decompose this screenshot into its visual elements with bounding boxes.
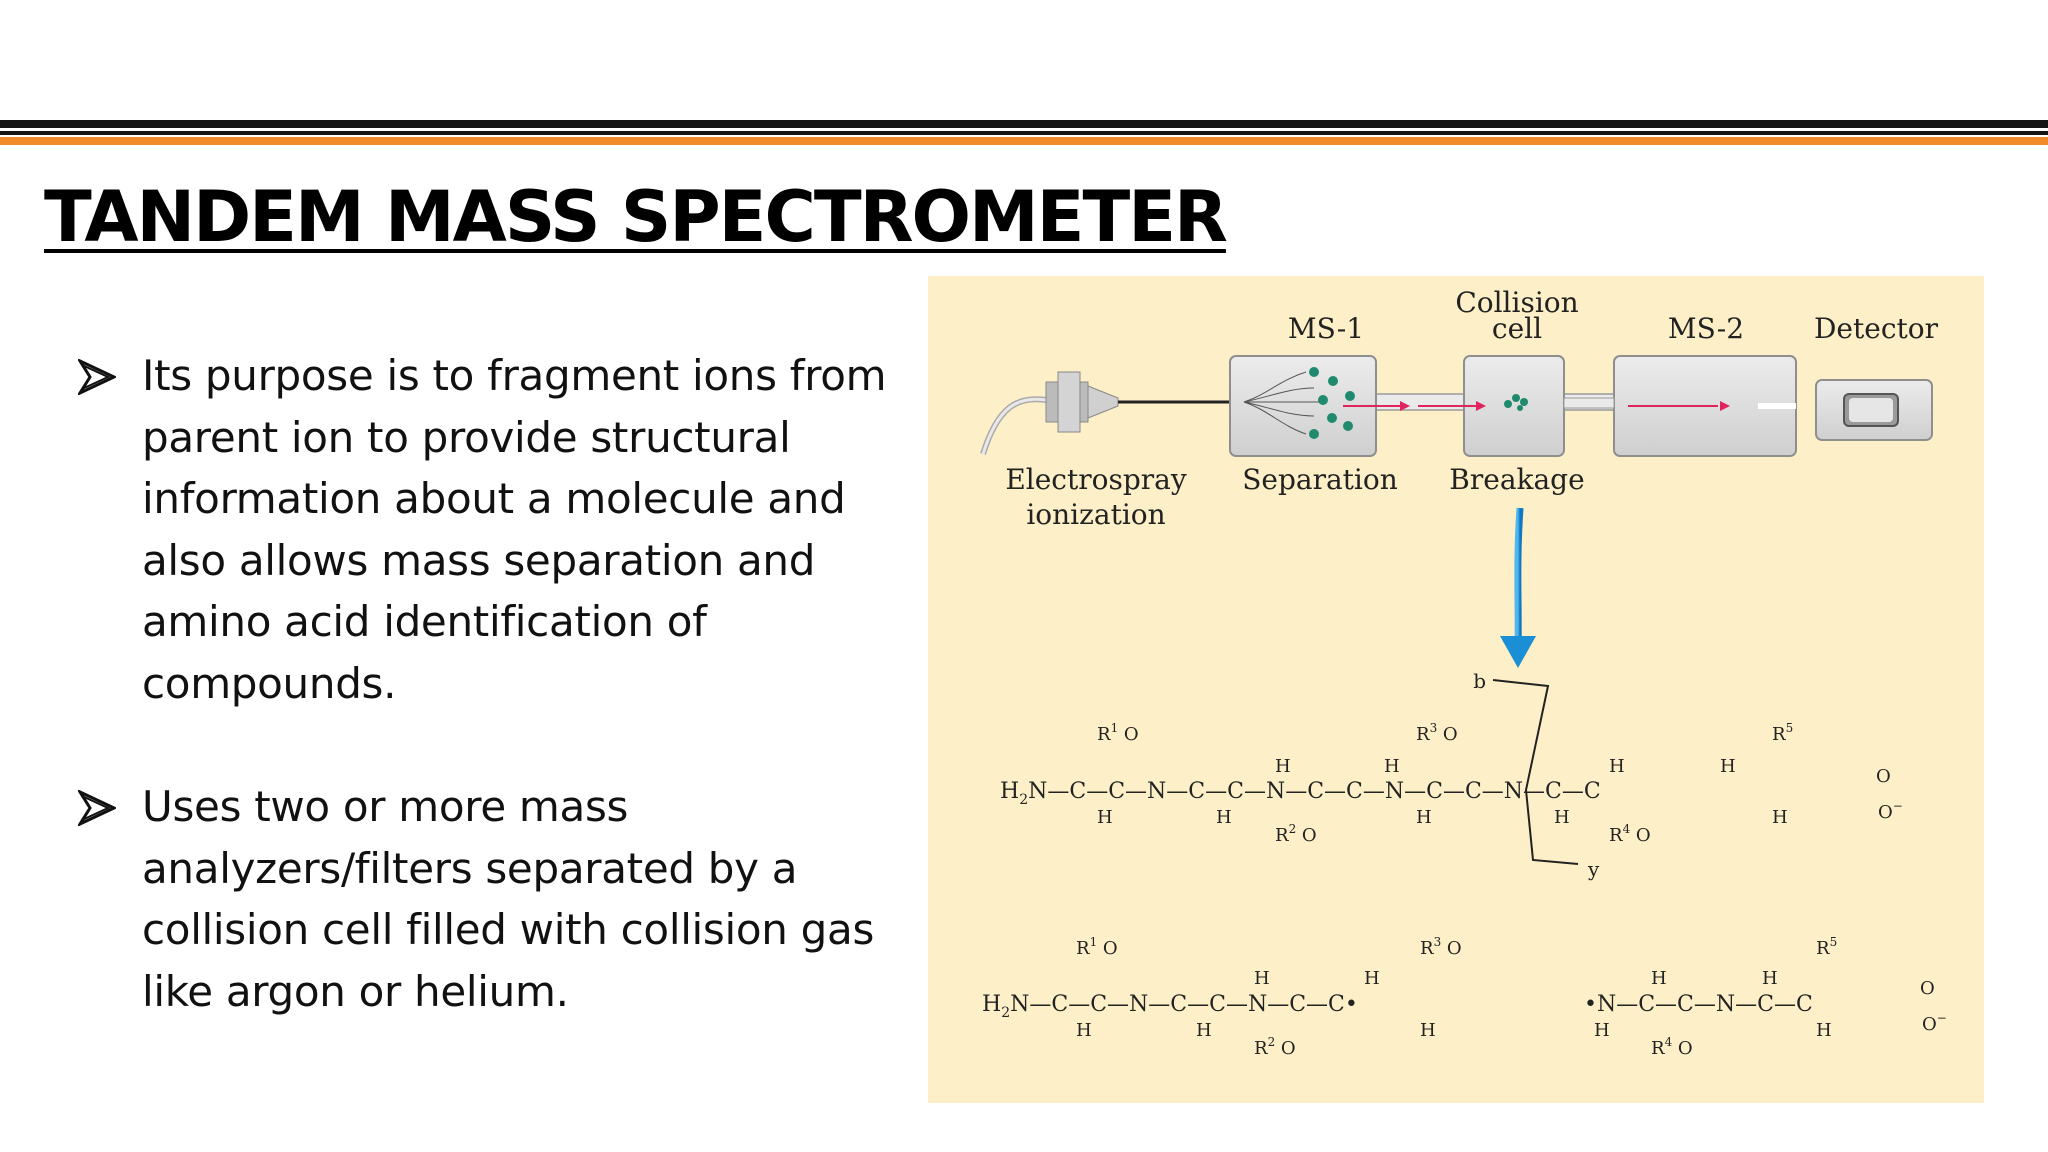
diagram-canvas: MS-1 Collision cell MS-2 Detector: [980, 286, 1947, 1059]
cleavage-site-bracket: [1492, 679, 1579, 865]
y-ion-label: y: [1587, 857, 1600, 881]
svg-text:H: H: [1651, 968, 1667, 989]
svg-text:R2 O: R2 O: [1254, 1035, 1296, 1059]
b-fragment-structure: H2N—C—C—N—C—C—N—C—C• R1 O H H H R2 O H R…: [982, 935, 1462, 1059]
detector-icon: [1815, 379, 1933, 441]
fragment-ions-icon: [1504, 394, 1528, 411]
svg-text:H: H: [1097, 807, 1113, 828]
separation-label: Separation: [1242, 463, 1398, 496]
svg-text:R3 O: R3 O: [1416, 721, 1458, 745]
svg-text:O: O: [1876, 766, 1891, 787]
header-rule-top: [0, 120, 2048, 128]
svg-text:•N—C—C—N—C—C: •N—C—C—N—C—C: [1584, 992, 1813, 1017]
svg-text:H: H: [1762, 968, 1778, 989]
svg-text:H: H: [1384, 756, 1400, 777]
arrowhead-bullet-icon: [78, 359, 116, 395]
svg-text:H2N—C—C—N—C—C—N—C—C—N—C—C—N—C—: H2N—C—C—N—C—C—N—C—C—N—C—C—N—C—C: [1000, 779, 1601, 808]
svg-text:H: H: [1772, 807, 1788, 828]
svg-text:H2N—C—C—N—C—C—N—C—C•: H2N—C—C—N—C—C—N—C—C•: [982, 992, 1358, 1021]
ionization-label: ionization: [1026, 498, 1165, 531]
down-arrow-icon: [1500, 507, 1536, 668]
svg-text:R1 O: R1 O: [1097, 721, 1139, 745]
slide-title: TANDEM MASS SPECTROMETER: [44, 176, 1228, 258]
svg-text:O: O: [1920, 978, 1935, 999]
ms2-label: MS-2: [1668, 312, 1744, 345]
electrospray-needle-icon: [980, 371, 1230, 455]
svg-text:R4 O: R4 O: [1609, 822, 1651, 846]
b-ion-label: b: [1473, 669, 1486, 693]
header-rule-orange: [0, 137, 2048, 145]
y-fragment-structure: •N—C—C—N—C—C H H R4 O H R5 H O O−: [1584, 935, 1947, 1059]
svg-text:R5: R5: [1772, 721, 1793, 745]
ms1-label: MS-1: [1288, 312, 1364, 345]
detector-label: Detector: [1814, 312, 1939, 345]
svg-text:H: H: [1076, 1020, 1092, 1041]
svg-text:O−: O−: [1922, 1011, 1947, 1035]
svg-text:R1 O: R1 O: [1076, 935, 1118, 959]
svg-text:H: H: [1254, 968, 1270, 989]
bullet-list: Its purpose is to fragment ions from par…: [78, 345, 908, 1084]
svg-text:H: H: [1554, 807, 1570, 828]
svg-text:H: H: [1816, 1020, 1832, 1041]
svg-text:H: H: [1416, 807, 1432, 828]
ion-beam-arrow-icon: [1343, 401, 1410, 411]
electrospray-label: Electrospray: [1005, 463, 1187, 496]
bullet-item: Uses two or more mass analyzers/filters …: [78, 776, 908, 1022]
bullet-text: Its purpose is to fragment ions from par…: [142, 351, 887, 708]
bullet-text: Uses two or more mass analyzers/filters …: [142, 782, 875, 1016]
collision-cell-label: Collision: [1455, 286, 1578, 319]
header-rule-middle: [0, 131, 2048, 135]
separation-ions-icon: [1243, 367, 1355, 439]
arrowhead-bullet-icon: [78, 790, 116, 826]
svg-text:H: H: [1275, 756, 1291, 777]
collision-cell-label: cell: [1492, 312, 1542, 345]
svg-text:R3 O: R3 O: [1420, 935, 1462, 959]
svg-text:R2 O: R2 O: [1275, 822, 1317, 846]
tandem-ms-diagram: MS-1 Collision cell MS-2 Detector: [928, 276, 1984, 1103]
svg-text:H: H: [1720, 756, 1736, 777]
svg-text:H: H: [1364, 968, 1380, 989]
ion-beam-arrow-icon: [1720, 401, 1730, 411]
ion-beam-arrow-icon: [1418, 401, 1486, 411]
svg-text:O−: O−: [1878, 799, 1903, 823]
breakage-label: Breakage: [1449, 463, 1584, 496]
svg-text:H: H: [1216, 807, 1232, 828]
svg-text:R4 O: R4 O: [1651, 1035, 1693, 1059]
svg-text:H: H: [1420, 1020, 1436, 1041]
bullet-item: Its purpose is to fragment ions from par…: [78, 345, 908, 714]
svg-text:H: H: [1609, 756, 1625, 777]
svg-text:H: H: [1594, 1020, 1610, 1041]
svg-text:R5: R5: [1816, 935, 1837, 959]
peptide-structure: H2N—C—C—N—C—C—N—C—C—N—C—C—N—C—C R1 O H H…: [1000, 721, 1903, 846]
svg-text:H: H: [1196, 1020, 1212, 1041]
